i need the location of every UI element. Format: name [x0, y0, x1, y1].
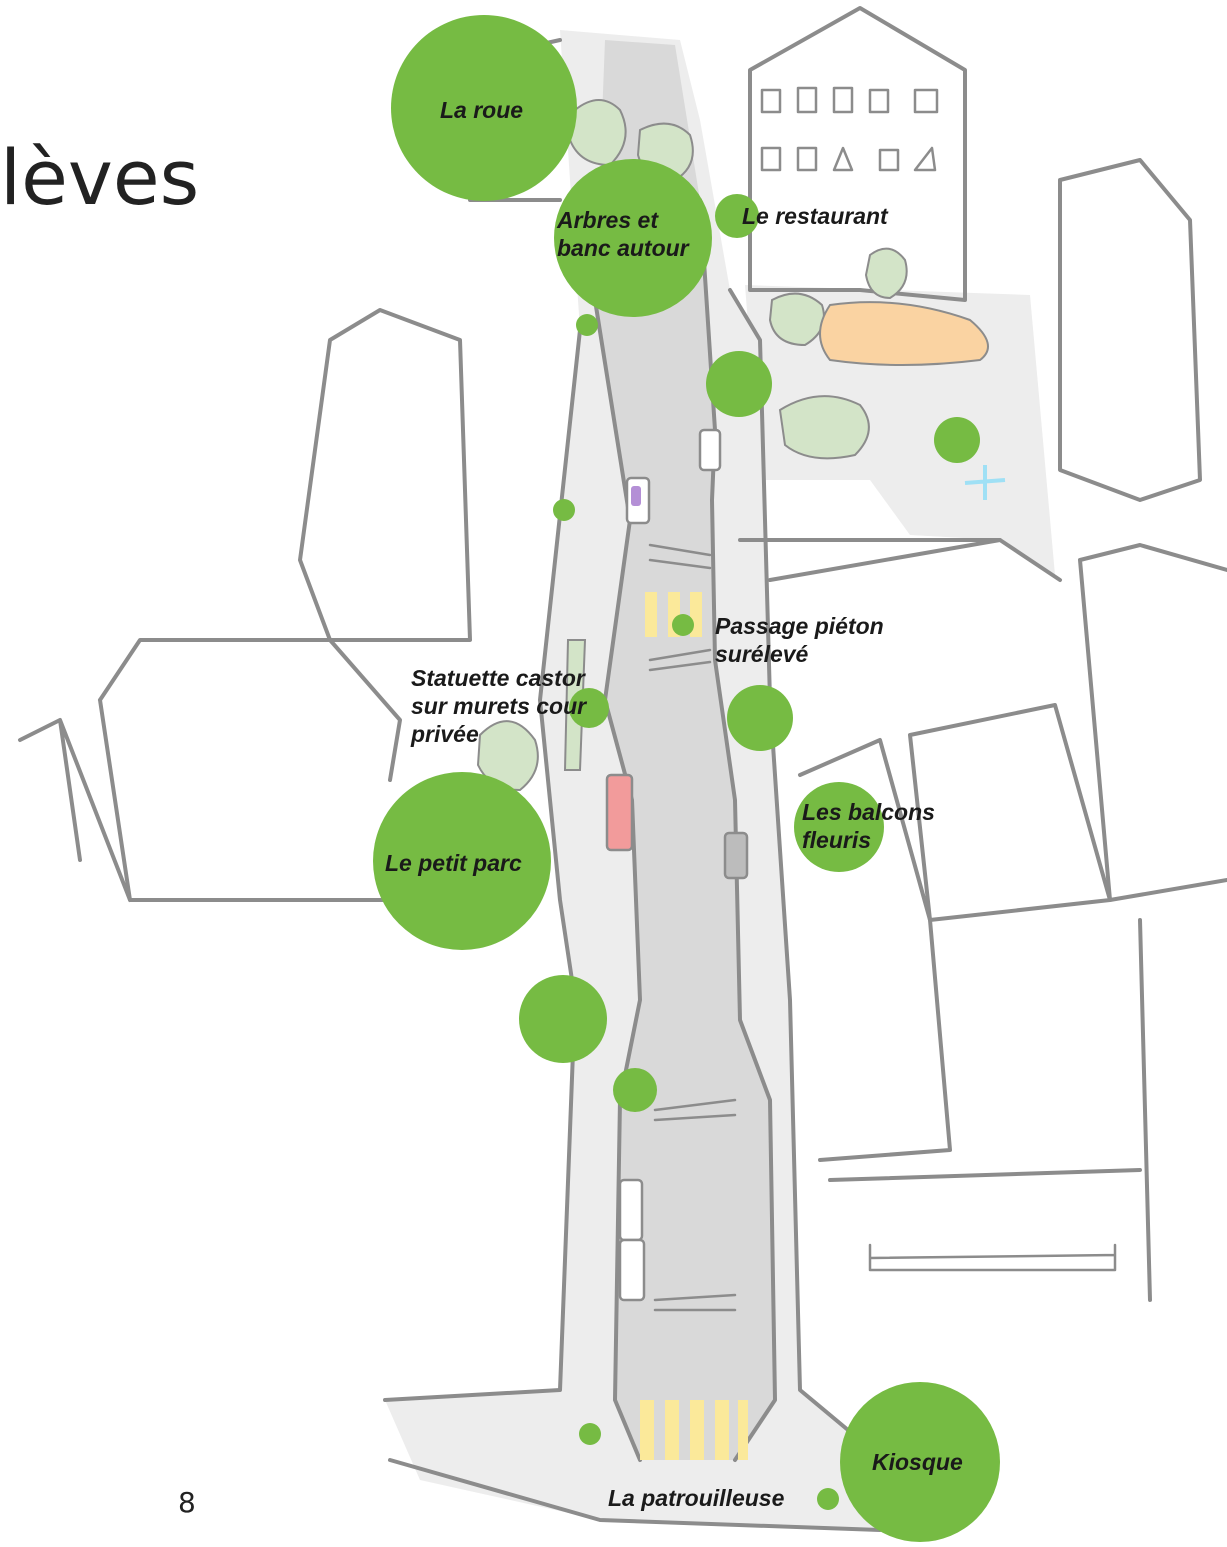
marker-la-roue: [391, 15, 577, 201]
label-la-roue: La roue: [440, 97, 524, 123]
marker-medium-2: [727, 685, 793, 751]
bike-rack-1: [648, 543, 712, 570]
car-grey: [723, 831, 749, 880]
bike-rack-2: [648, 648, 712, 672]
label-arbres-banc: Arbres et banc autour: [557, 207, 689, 261]
building-right-5: [828, 918, 1152, 1302]
car-red: [605, 773, 634, 852]
label-kiosque: Kiosque: [872, 1449, 963, 1475]
marker-small-3: [579, 1423, 601, 1445]
marker-balcons: [794, 782, 884, 872]
building-left-2: [98, 638, 402, 902]
label-statuette: Statuette castor sur murets cour privée: [411, 665, 587, 747]
car-purple-roof: [631, 486, 641, 506]
building-top-right: [748, 6, 967, 302]
marker-statuette: [569, 688, 609, 728]
trees: [476, 99, 908, 792]
car-white-1: [618, 1178, 644, 1242]
building-right-3: [908, 703, 1112, 922]
marker-medium-3: [519, 975, 607, 1063]
fountain-icon: [964, 465, 1006, 500]
car-white-3: [698, 428, 722, 472]
marker-plaza: [934, 417, 980, 463]
page-number: 8: [178, 1486, 196, 1519]
marker-small-1: [576, 314, 598, 336]
building-left-3: [18, 718, 132, 902]
sidewalk-edge-left: [383, 328, 582, 1402]
building-right-4: [798, 738, 952, 1162]
sand-area: [819, 301, 989, 366]
marker-arbres-banc: [554, 159, 712, 317]
markers: [373, 15, 1000, 1542]
sidewalk-edge-bottom: [388, 1458, 882, 1532]
bike-rack-4: [653, 1293, 737, 1312]
page-title: lèves: [0, 133, 200, 222]
building-right-2: [1078, 543, 1227, 902]
label-petit-parc: Le petit parc: [385, 850, 522, 876]
label-patrouilleuse: La patrouilleuse: [608, 1485, 785, 1511]
marker-small-2: [553, 499, 575, 521]
label-passage-pieton: Passage piéton surélevé: [715, 613, 884, 667]
street-furniture: [868, 1243, 1117, 1272]
crosswalk-bottom: [640, 1400, 748, 1460]
label-balcons: Les balcons fleuris: [802, 799, 935, 853]
marker-medium-1: [706, 351, 772, 417]
road-edge-left: [593, 298, 642, 1462]
car-white-2: [618, 1238, 646, 1302]
building-right-6: [738, 538, 1062, 582]
building-left-1: [298, 308, 472, 642]
bike-rack-3: [653, 1098, 737, 1122]
marker-petit-parc: [373, 772, 551, 950]
marker-passage: [672, 614, 694, 636]
sidewalk-edge-right: [728, 288, 862, 1442]
marker-medium-4: [613, 1068, 657, 1112]
label-restaurant: Le restaurant: [742, 203, 888, 229]
building-windows: [760, 86, 939, 172]
building-right-1: [1058, 158, 1202, 502]
marker-patrouilleuse: [817, 1488, 839, 1510]
marker-kiosque: [840, 1382, 1000, 1542]
marker-restaurant: [715, 194, 759, 238]
